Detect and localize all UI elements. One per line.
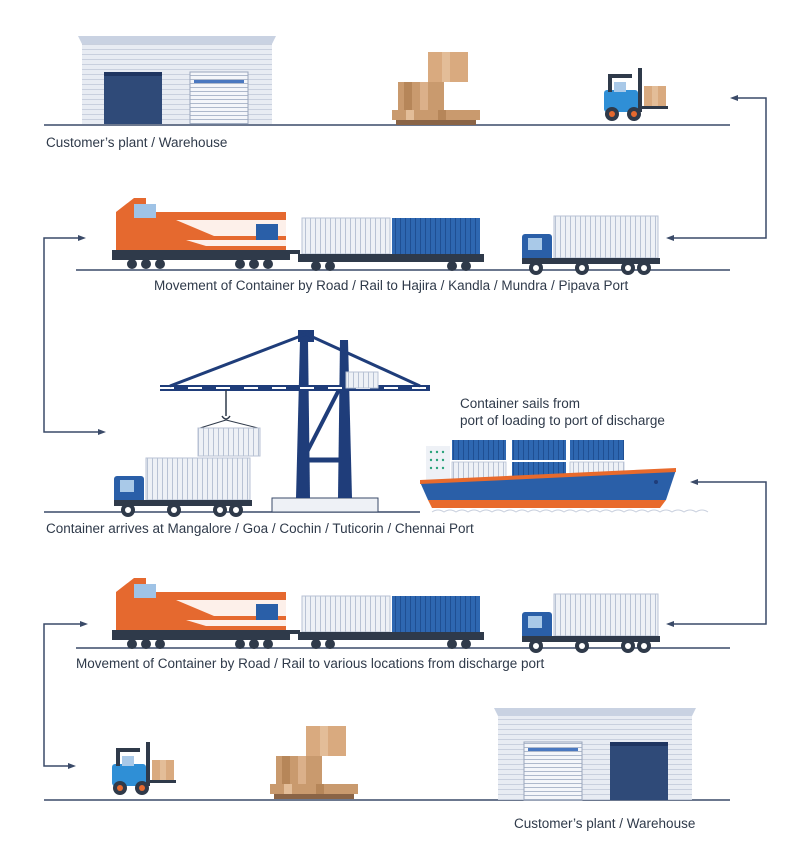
- flow-arrow-3: [666, 479, 767, 627]
- container-ship-icon: [420, 440, 709, 513]
- discharge-transport-label: Movement of Container by Road / Rail to …: [76, 656, 545, 671]
- loading-transport-row: [43, 198, 730, 435]
- arrival-port-label: Container arrives at Mangalore / Goa / C…: [46, 521, 474, 536]
- gantry-crane-icon: [160, 330, 430, 513]
- flow-arrow-1: [666, 95, 767, 241]
- sailing-label-line1: Container sails from: [460, 396, 581, 411]
- port-row: [44, 330, 767, 627]
- warehouse-icon: [78, 36, 276, 125]
- locomotive-icon: [112, 578, 300, 649]
- container-truck-icon: [113, 457, 253, 518]
- rail-wagon-icon: [297, 217, 485, 272]
- container-truck-icon: [521, 593, 661, 654]
- loading-transport-label: Movement of Container by Road / Rail to …: [154, 278, 629, 293]
- destination-label: Customer’s plant / Warehouse: [514, 816, 696, 831]
- sailing-label-line2: port of loading to port of discharge: [460, 413, 665, 428]
- rail-wagon-icon: [297, 595, 485, 650]
- flow-arrow-2: [43, 235, 106, 435]
- forklift-icon: [112, 742, 176, 795]
- flow-arrow-4: [43, 621, 88, 769]
- pallet-boxes-icon: [392, 52, 480, 125]
- container-truck-icon: [521, 215, 661, 276]
- destination-row: [44, 708, 730, 801]
- origin-label: Customer’s plant / Warehouse: [46, 135, 228, 150]
- origin-row: [44, 36, 767, 241]
- warehouse-icon: [494, 708, 696, 801]
- forklift-icon: [604, 68, 668, 121]
- locomotive-icon: [112, 198, 300, 269]
- pallet-boxes-icon: [270, 726, 358, 799]
- discharge-transport-row: [43, 578, 730, 769]
